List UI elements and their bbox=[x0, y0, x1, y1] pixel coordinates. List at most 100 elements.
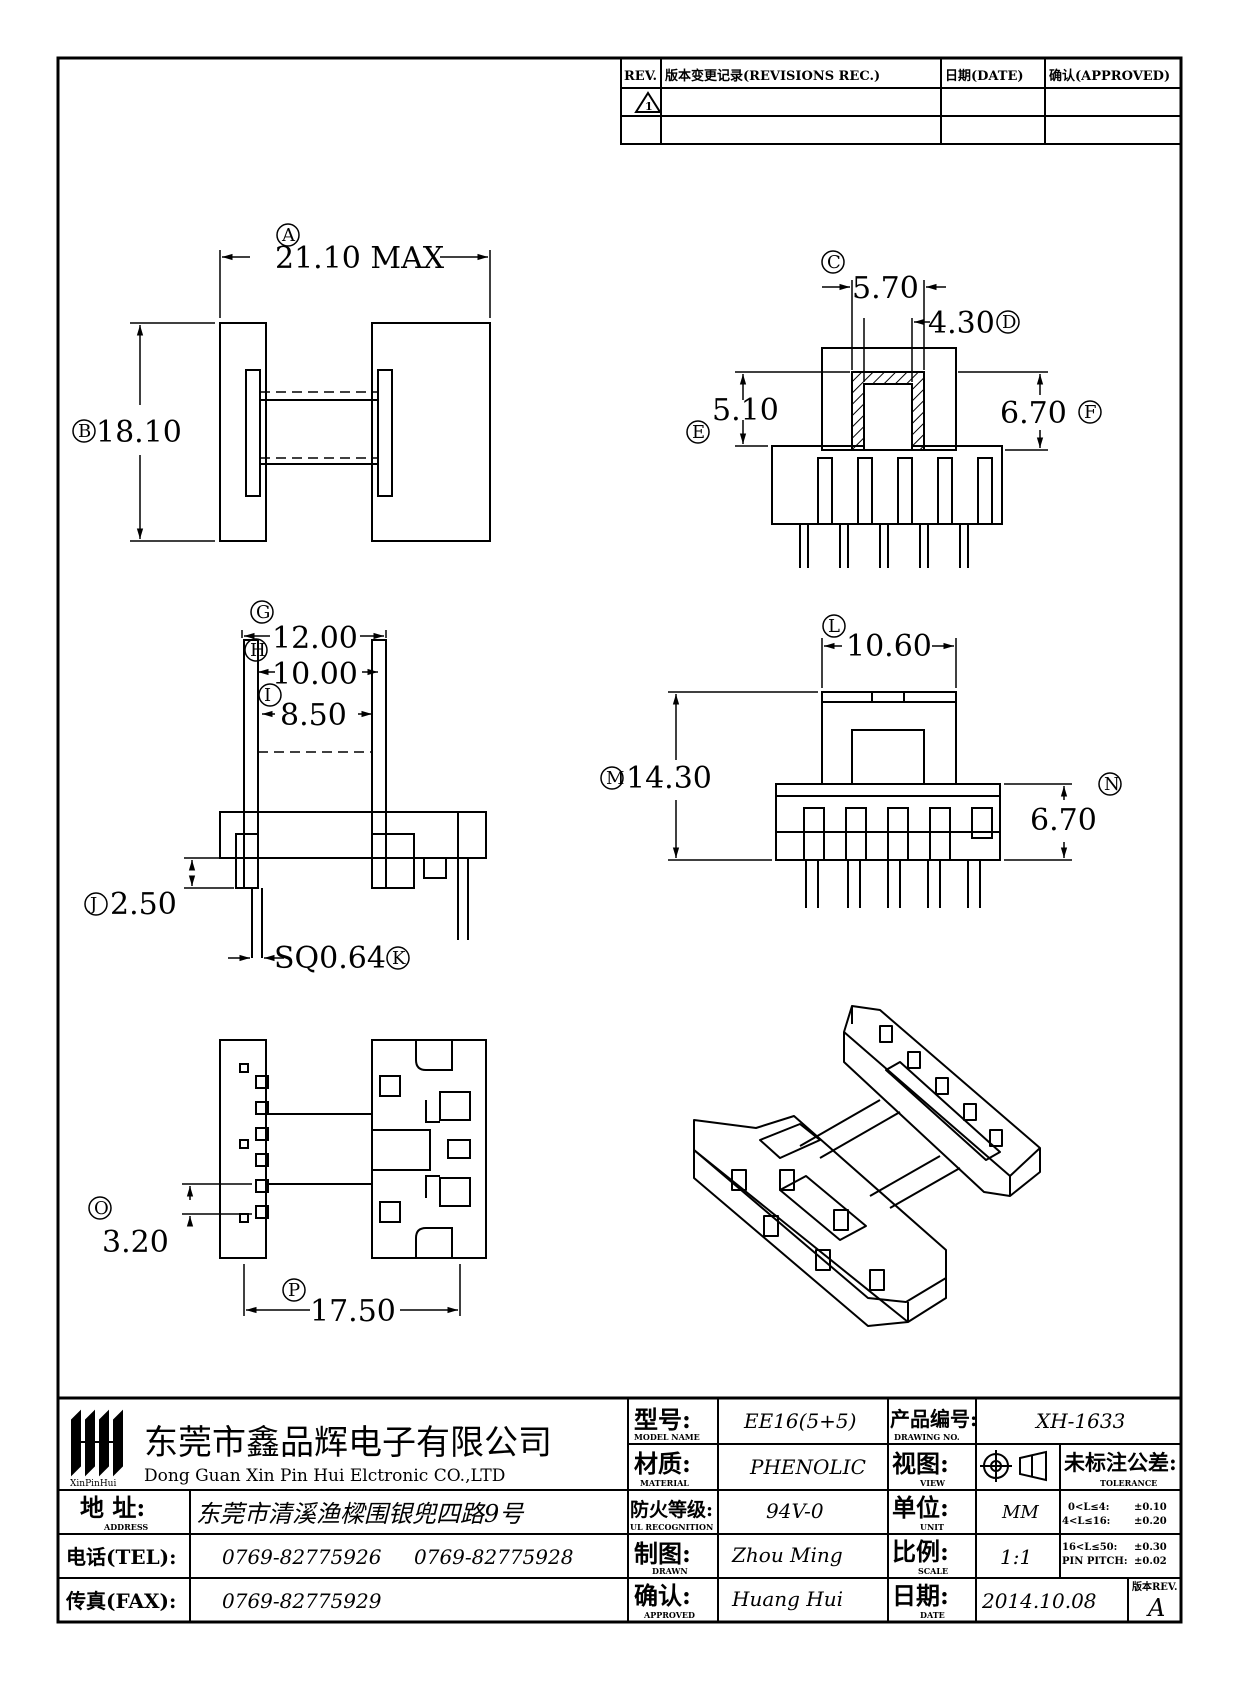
title-block-grid bbox=[58, 1396, 1181, 1622]
dim-k-label: K bbox=[392, 948, 406, 969]
date-label: 日期: bbox=[892, 1581, 949, 1610]
dim-c-label: C bbox=[827, 252, 841, 273]
fax-value: 0769-82775929 bbox=[222, 1589, 382, 1613]
tol-value-2: ±0.20 bbox=[1134, 1516, 1167, 1527]
dim-o-value: 3.20 bbox=[102, 1225, 169, 1260]
approved-value: Huang Hui bbox=[731, 1587, 843, 1611]
dim-l-value: 10.60 bbox=[846, 629, 932, 664]
tol-range-4: PIN PITCH: bbox=[1062, 1556, 1128, 1567]
dim-a-lines bbox=[219, 223, 491, 318]
tol-value-4: ±0.02 bbox=[1134, 1556, 1167, 1567]
drawn-sub: DRAWN bbox=[652, 1566, 688, 1576]
material-label: 材质: bbox=[634, 1449, 691, 1478]
tol-value-1: ±0.10 bbox=[1134, 1502, 1167, 1513]
dim-f-label: F bbox=[1084, 402, 1097, 423]
sheet-border bbox=[56, 56, 1183, 1624]
dim-j-value: 2.50 bbox=[110, 887, 177, 922]
dim-m-value: 14.30 bbox=[626, 761, 712, 796]
dim-b-value: 18.10 bbox=[96, 415, 182, 450]
isometric-view bbox=[693, 1005, 1041, 1327]
rev-mark: 1 bbox=[645, 100, 653, 113]
end-view-2 bbox=[775, 691, 1001, 908]
dim-g-label: G bbox=[256, 602, 270, 623]
model-sub: MODEL NAME bbox=[634, 1432, 700, 1442]
tol-range-1: 0<L≤4: bbox=[1068, 1502, 1109, 1513]
logo-text: XinPinHui bbox=[70, 1479, 116, 1489]
dim-b-label: B bbox=[78, 421, 91, 442]
dim-b-lines bbox=[72, 322, 215, 542]
dim-d-value: 4.30 bbox=[928, 306, 995, 341]
unit-sub: UNIT bbox=[920, 1522, 944, 1532]
scale-label: 比例: bbox=[892, 1537, 949, 1566]
approved-label: 确认: bbox=[634, 1581, 691, 1610]
drawing-no-sub: DRAWING NO. bbox=[894, 1432, 960, 1442]
date-sub: DATE bbox=[920, 1610, 945, 1620]
dim-k-value: SQ0.64 bbox=[274, 941, 386, 976]
scale-sub: SCALE bbox=[918, 1566, 948, 1576]
tel-2: 0769-82775928 bbox=[414, 1545, 573, 1569]
dim-h-label: H bbox=[250, 640, 266, 661]
model-value: EE16(5+5) bbox=[743, 1409, 856, 1433]
view-label: 视图: bbox=[892, 1449, 949, 1478]
dim-f-value: 6.70 bbox=[1000, 396, 1067, 431]
date-header: 日期(DATE) bbox=[945, 69, 1024, 84]
dim-h-value: 10.00 bbox=[272, 657, 358, 692]
dim-c-d-e-f-lines bbox=[686, 250, 1102, 451]
dim-a-value: 21.10 MAX bbox=[275, 241, 445, 276]
material-sub: MATERIAL bbox=[640, 1478, 689, 1488]
dim-l-label: L bbox=[828, 616, 840, 637]
dim-d-label: D bbox=[1002, 312, 1016, 333]
tolerance-label: 未标注公差: bbox=[1064, 1450, 1177, 1475]
dim-i-value: 8.50 bbox=[280, 698, 347, 733]
tol-value-3: ±0.30 bbox=[1134, 1542, 1167, 1553]
dim-i-label: I bbox=[264, 685, 271, 706]
rev-label: 版本REV. bbox=[1132, 1580, 1177, 1593]
dim-e-label: E bbox=[692, 422, 705, 443]
ul-sub: UL RECOGNITION bbox=[630, 1522, 713, 1532]
dim-o-label: O bbox=[94, 1198, 109, 1219]
unit-value: MM bbox=[1001, 1502, 1039, 1523]
unit-label: 单位: bbox=[892, 1493, 949, 1522]
dim-j-label: J bbox=[88, 894, 97, 915]
drawing-no-value: XH-1633 bbox=[1034, 1409, 1125, 1433]
address-sub: ADDRESS bbox=[103, 1522, 148, 1532]
tel-1: 0769-82775926 bbox=[222, 1545, 382, 1569]
revision-table bbox=[620, 57, 1182, 145]
dim-p-label: P bbox=[288, 1280, 300, 1301]
front-view bbox=[219, 322, 491, 542]
date-value: 2014.10.08 bbox=[981, 1589, 1097, 1613]
tol-range-2: 4<L≤16: bbox=[1062, 1516, 1110, 1527]
dim-c-value: 5.70 bbox=[852, 271, 919, 306]
company-logo bbox=[71, 1409, 123, 1477]
rev-header: REV. bbox=[624, 69, 657, 84]
address-label: 地 址: bbox=[80, 1493, 145, 1522]
fax-label: 传真(FAX): bbox=[65, 1589, 176, 1613]
dim-a-label: A bbox=[281, 225, 296, 246]
dim-e-value: 5.10 bbox=[712, 393, 779, 428]
tel-label: 电话(TEL): bbox=[66, 1545, 177, 1569]
address-value: 东莞市清溪渔樑围银兜四路9号 bbox=[196, 1500, 525, 1528]
dim-p-value: 17.50 bbox=[310, 1294, 396, 1329]
material-value: PHENOLIC bbox=[749, 1455, 866, 1479]
scale-value: 1:1 bbox=[1000, 1545, 1032, 1569]
drawing-no-label: 产品编号: bbox=[890, 1407, 977, 1431]
dim-n-value: 6.70 bbox=[1030, 803, 1097, 838]
ul-value: 94V-0 bbox=[766, 1499, 824, 1523]
drawn-label: 制图: bbox=[634, 1539, 691, 1568]
dim-g-value: 12.00 bbox=[272, 621, 358, 656]
dim-g-h-i-j-k-lines bbox=[84, 600, 410, 970]
bottom-view bbox=[219, 1039, 487, 1259]
revisions-header: 版本变更记录(REVISIONS REC.) bbox=[665, 68, 880, 84]
dim-n-label: N bbox=[1104, 774, 1120, 795]
drawn-value: Zhou Ming bbox=[731, 1543, 843, 1567]
approved-sub: APPROVED bbox=[643, 1610, 695, 1620]
company-name-cn: 东莞市鑫品辉电子有限公司 bbox=[144, 1423, 552, 1463]
approved-header: 确认(APPROVED) bbox=[1049, 68, 1170, 84]
projection-symbol-icon bbox=[980, 1450, 1047, 1482]
tolerance-sub: TOLERANCE bbox=[1100, 1478, 1157, 1488]
dim-o-p-lines bbox=[88, 1183, 461, 1316]
ul-label: 防火等级: bbox=[630, 1498, 713, 1521]
company-name-en: Dong Guan Xin Pin Hui Elctronic CO.,LTD bbox=[144, 1466, 505, 1486]
view-sub: VIEW bbox=[919, 1478, 946, 1488]
